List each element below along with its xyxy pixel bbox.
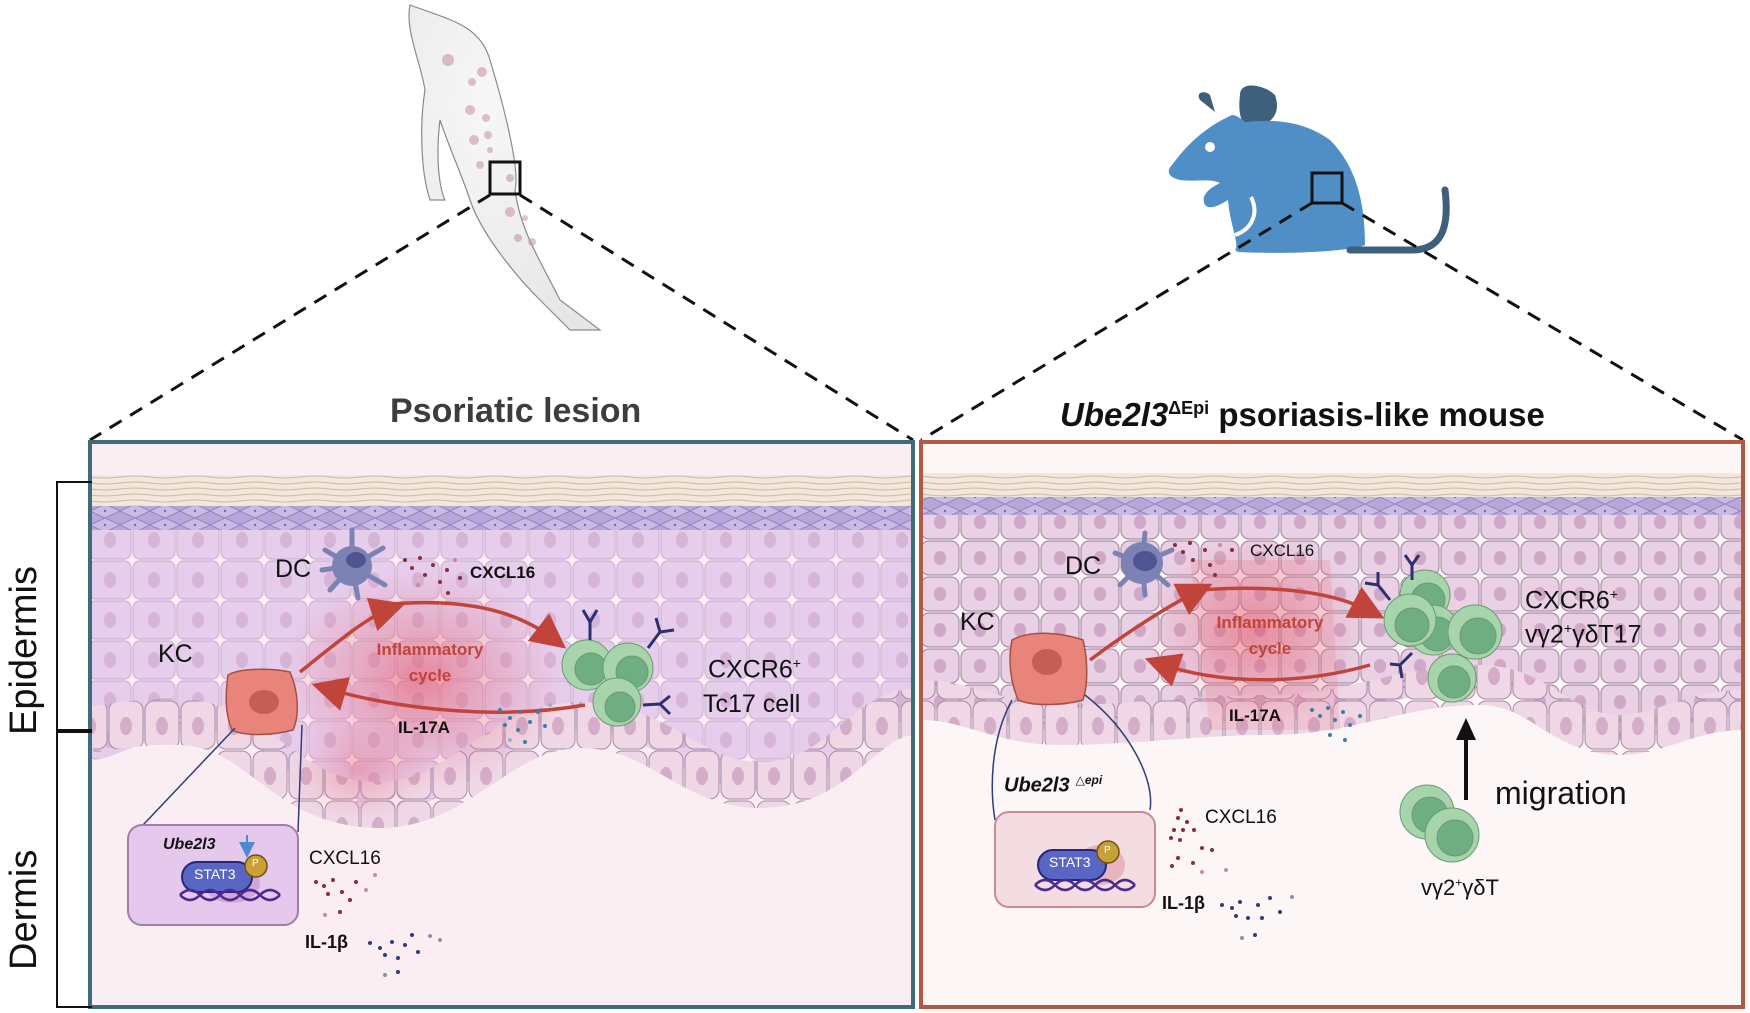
antibody-receptors-left <box>581 609 675 716</box>
cxcl16-label-left-bottom: CXCL16 <box>309 848 381 869</box>
migration-arrow <box>1456 718 1476 800</box>
migrating-cell-label: vγ2+γδT <box>1421 875 1499 901</box>
right-panel-title: Ube2l3ΔEpi psoriasis-like mouse <box>1060 396 1545 434</box>
dermis-label: Dermis <box>3 849 45 970</box>
il17a-dots-right <box>1310 706 1362 742</box>
cxcr6-text-right: CXCR6 <box>1525 586 1610 615</box>
il1b-dots-right <box>1220 895 1294 940</box>
inflammatory-cycle-label-left: Inflammatory cycle <box>365 637 495 689</box>
il1b-label-right: IL-1β <box>1162 893 1205 913</box>
nucleus-box-left <box>127 824 299 926</box>
left-panel-border <box>88 440 915 1009</box>
cell-label-right-line1: CXCR6+ <box>1525 586 1618 615</box>
keratinocyte-right <box>1009 632 1088 706</box>
cell-label-left-line1: CXCR6+ <box>708 655 801 684</box>
cxcl16-label-left-top: CXCL16 <box>470 563 536 582</box>
antibody-receptors-right <box>1364 554 1421 679</box>
dendritic-cell-left <box>319 527 388 601</box>
cell-label-left-line2: Tc17 cell <box>703 690 801 718</box>
keratinocyte-left <box>225 668 298 736</box>
arrow-to-tcell-right <box>1199 586 1385 619</box>
migrating-sup: + <box>1455 875 1463 890</box>
migration-label: migration <box>1495 775 1627 811</box>
mouse-illustration <box>1168 85 1450 254</box>
cell-label-right-line2: vγ2+γδT17 <box>1525 620 1642 649</box>
stat3-label-right: STAT3 <box>1049 854 1091 870</box>
human-arm-illustration <box>408 4 602 331</box>
right-title-rest: psoriasis-like mouse <box>1209 396 1545 433</box>
cxcr6-sup-left: + <box>792 655 801 671</box>
migrating-vg2-text: vγ2 <box>1421 875 1456 900</box>
cxcl16-dots-left-bottom <box>314 873 377 917</box>
il1b-dots-left <box>368 933 442 977</box>
layer-bracket <box>56 481 92 1008</box>
right-panel-border <box>919 440 1745 1009</box>
gene-text-right: Ube2l3 <box>1004 774 1070 797</box>
phospho-label-right: P <box>1104 845 1111 856</box>
zoom-lines <box>89 193 1744 442</box>
arrow-tcell-to-kc-right <box>1144 653 1371 687</box>
vg2-text-right: vγ2 <box>1525 620 1564 649</box>
zoom-box-mouse <box>1310 171 1344 205</box>
cxcl16-label-right-top: CXCL16 <box>1250 541 1315 560</box>
cxcl16-label-right-bottom: CXCL16 <box>1205 807 1277 828</box>
cycle-line2-right: cycle <box>1248 639 1292 658</box>
arrow-kc-to-tcell-left <box>298 597 406 674</box>
il17a-label-left: IL-17A <box>398 718 450 737</box>
right-title-gene: Ube2l3 <box>1060 396 1169 433</box>
nucleus-box-right <box>994 811 1156 908</box>
migrating-gd-t-cells <box>1399 784 1480 863</box>
cycle-line2-left: cycle <box>408 666 452 685</box>
cycle-line1-left: Inflammatory <box>376 640 484 659</box>
cxcr6-text-left: CXCR6 <box>708 655 793 684</box>
vg2-sup-right: + <box>1563 620 1573 636</box>
cxcl16-dots-right-bottom <box>1169 808 1228 874</box>
dc-label-right: DC <box>1065 552 1102 580</box>
gdt17-text-right: γδT17 <box>1572 620 1642 649</box>
inflammatory-cycle-label-right: Inflammatory cycle <box>1205 610 1335 662</box>
arrow-kc-to-tcell-right <box>1088 583 1213 662</box>
kc-label-left: KC <box>158 640 193 668</box>
dc-label-left: DC <box>275 555 312 583</box>
left-panel-title: Psoriatic lesion <box>390 392 642 430</box>
epidermis-label: Epidermis <box>3 566 45 735</box>
il17a-dots-left <box>498 703 552 744</box>
il17a-label-right: IL-17A <box>1229 706 1281 725</box>
zoom-box-arm <box>488 160 522 196</box>
dendritic-cell-right <box>1112 530 1175 598</box>
tc17-cells-left <box>561 639 654 727</box>
gene-label-right: Ube2l3 △epi <box>1004 773 1102 798</box>
phospho-label-left: P <box>252 858 259 869</box>
gene-label-left: Ube2l3 <box>163 836 216 853</box>
cxcr6-sup-right: + <box>1609 586 1618 602</box>
il1b-label-left: IL-1β <box>305 932 348 952</box>
kc-label-right: KC <box>960 608 995 636</box>
stat3-label-left: STAT3 <box>194 866 236 882</box>
gd-t17-cells-right <box>1383 569 1503 703</box>
gene-sup-right: △epi <box>1075 773 1103 787</box>
right-title-sup: ΔEpi <box>1168 398 1210 418</box>
cxcl16-dots-left-top <box>403 556 462 595</box>
migrating-gdt-text: γδT <box>1462 875 1499 900</box>
arrow-to-tcell-left <box>379 600 567 649</box>
cycle-line1-right: Inflammatory <box>1216 613 1324 632</box>
arrow-tcell-to-kc-left <box>311 677 586 714</box>
right-panel-tissue <box>921 443 1743 1006</box>
cxcl16-dots-right-top <box>1173 541 1234 577</box>
